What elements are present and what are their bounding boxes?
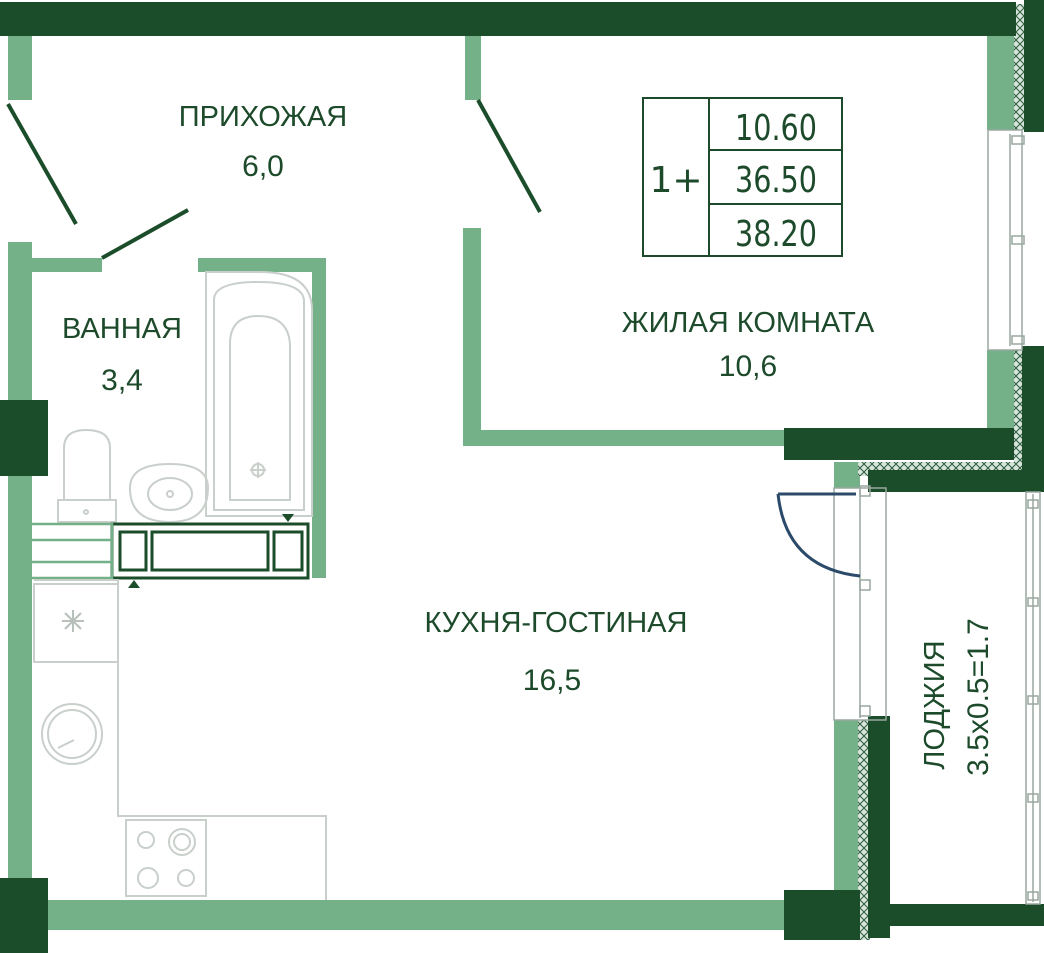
living-room-door: [476, 99, 542, 213]
bathroom-area: 3,4: [101, 364, 143, 397]
loggia-area: 3.5x0.5=1.7: [962, 618, 995, 776]
toilet-icon: [57, 428, 117, 523]
bathtub-icon: [205, 271, 313, 517]
loggia-door-block: [833, 485, 887, 721]
summary-table: [642, 97, 843, 257]
loggia-label: ЛОДЖИЯ: [919, 640, 951, 769]
loggia-window: [1025, 491, 1041, 905]
bathroom-door: [101, 208, 189, 260]
kitchen-living-area: 16,5: [523, 664, 581, 697]
living-room-window: [987, 129, 1025, 351]
entrance-door: [6, 103, 78, 225]
inner-walls: [8, 36, 1015, 952]
doors: [6, 99, 542, 260]
ventilation-shaft: [110, 522, 310, 580]
living-area-value: 10.60: [735, 108, 817, 149]
living-room-area: 10,6: [719, 350, 777, 383]
hallway-area: 6,0: [242, 150, 284, 183]
living-room-label: ЖИЛАЯ КОМНАТА: [622, 307, 875, 339]
loggia-door-swing: [776, 492, 861, 578]
total-with-balcony-value: 38.20: [735, 214, 817, 255]
snowflake-icon: [62, 610, 84, 632]
kitchen-living-label: КУХНЯ-ГОСТИНАЯ: [425, 607, 688, 639]
bathroom-label: ВАННАЯ: [62, 313, 182, 345]
washer-icon: [41, 703, 103, 765]
shaft-markers: [128, 514, 294, 588]
stove-icon: [125, 819, 207, 897]
sink-icon: [128, 462, 210, 524]
hallway-label: ПРИХОЖАЯ: [179, 101, 347, 133]
total-area-value: 36.50: [735, 160, 817, 201]
shaft-left: [28, 522, 114, 580]
rooms-code: 1+: [649, 160, 702, 201]
kitchen-counter: [33, 579, 327, 900]
